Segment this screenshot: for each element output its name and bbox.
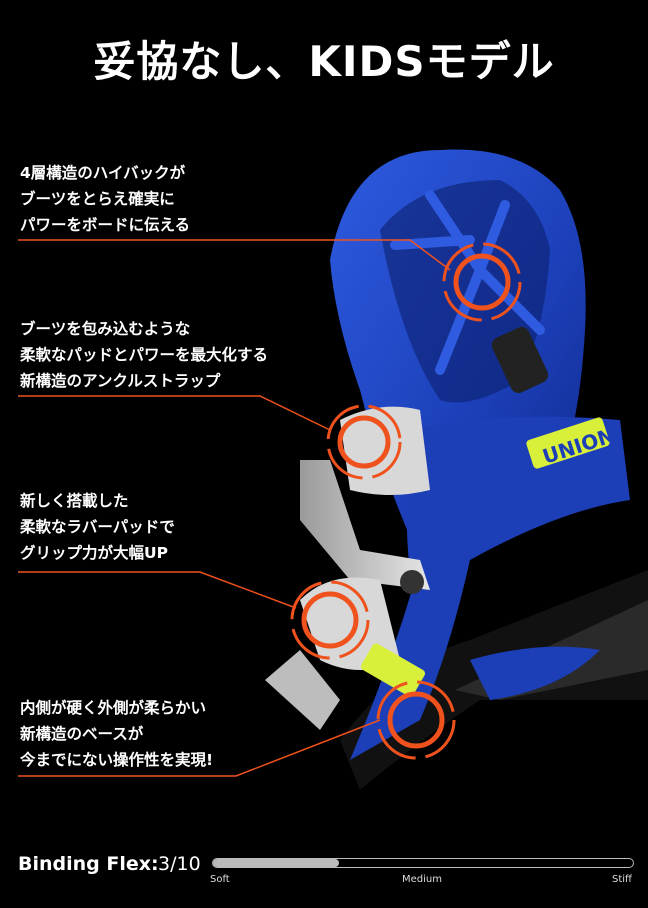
flex-tick-soft: Soft [210,874,230,885]
callout-line: 今までにない操作性を実現! [20,751,214,769]
binding-flex-meter: Binding Flex: 3/10 Soft Medium Stiff [18,850,638,890]
flex-bar-track [212,858,634,868]
page-title: 妥協なし、KIDSモデル [93,37,555,86]
callout-line: ブーツを包み込むような [20,320,191,338]
callout-line: 4層構造のハイバックが [20,164,186,182]
target-highback [442,242,522,322]
callout-line: 柔軟なラバーパッドで [20,518,175,536]
callout-line: 内側が硬く外側が柔らかい [20,699,207,717]
flex-tick-stiff: Stiff [612,874,632,885]
flex-label: Binding Flex: [18,853,159,875]
callout-line: グリップ力が大幅UP [20,544,168,562]
callout-line: ブーツをとらえ確実に [20,190,175,208]
base-plate [340,570,648,790]
callout-line: 新構造のベースが [20,725,144,743]
callout-line: 新構造のアンクルストラップ [20,372,221,390]
target-toe-strap [290,580,370,660]
callout-rubber-pad: 新しく搭載した 柔軟なラバーパッドで グリップ力が大幅UP [20,488,175,566]
callout-line: 新しく搭載した [20,492,129,510]
flex-value: 3/10 [158,853,201,875]
callout-highback: 4層構造のハイバックが ブーツをとらえ確実に パワーをボードに伝える [20,160,190,238]
target-ankle-strap [326,404,402,480]
target-base [376,680,456,760]
flex-tick-medium: Medium [402,874,442,885]
callout-line: パワーをボードに伝える [20,216,191,234]
callout-base: 内側が硬く外側が柔らかい 新構造のベースが 今までにない操作性を実現! [20,695,213,773]
flex-bar-fill [213,859,339,867]
callout-line: 柔軟なパッドとパワーを最大化する [20,346,269,364]
callout-ankle-strap: ブーツを包み込むような 柔軟なパッドとパワーを最大化する 新構造のアンクルストラ… [20,316,268,394]
leader-lines [18,239,451,777]
